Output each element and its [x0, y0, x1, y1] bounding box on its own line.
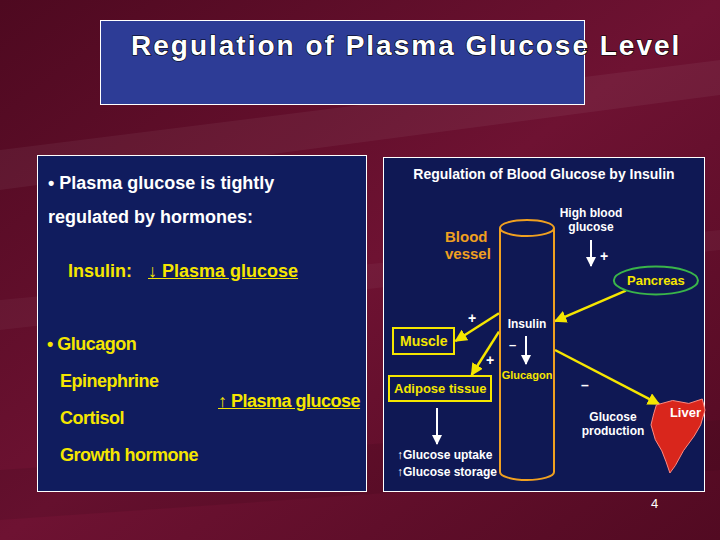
- liver-outline: [651, 399, 705, 473]
- node-text: ↓ Plasma glucose: [148, 261, 298, 282]
- node-text: Blood vessel: [445, 229, 497, 262]
- adipose-box: Adipose tissue: [388, 375, 492, 402]
- down-arrow: [590, 240, 592, 266]
- vessel-wall: [500, 228, 554, 480]
- vessel-opening: [500, 220, 554, 236]
- node-text: Muscle: [400, 333, 447, 349]
- down-arrow: [436, 408, 438, 444]
- vessel-outline: [499, 219, 555, 481]
- connector-arrow: [455, 313, 499, 341]
- text-panel: • Plasma glucose is tightly regulated by…: [37, 155, 367, 492]
- annotation-label: –: [509, 337, 516, 352]
- edge-sign: +: [486, 352, 494, 368]
- edge-sign: +: [468, 310, 476, 326]
- annotation-label: Glucose production: [580, 410, 646, 439]
- title-box: Regulation of Plasma Glucose Level: [100, 20, 585, 105]
- edge-sign: –: [581, 377, 589, 393]
- node-text: Regulation of Plasma Glucose Level: [101, 30, 584, 62]
- connector-arrow: [472, 332, 499, 375]
- node-text: Adipose tissue: [394, 381, 486, 396]
- blood-vessel: Blood vesselInsulinGlucagon: [499, 219, 555, 481]
- node-text: Insulin: [499, 317, 555, 331]
- node-text: Growth hormone: [60, 445, 198, 466]
- node-text: Glucagon: [499, 369, 555, 381]
- node-text: Insulin:: [68, 261, 132, 282]
- node-text: ↑ Plasma glucose: [218, 391, 360, 412]
- node-text: Liver: [651, 405, 701, 420]
- node-text: Cortisol: [60, 408, 124, 429]
- liver-shape: Liver: [651, 399, 705, 473]
- panel-fill: [383, 157, 705, 492]
- connector-arrow: [555, 350, 659, 404]
- node-text: Pancreas: [627, 273, 685, 288]
- node-text: • Glucagon: [47, 334, 136, 355]
- down-arrow: [525, 336, 527, 364]
- annotation-label: ↑Glucose storage: [397, 465, 497, 479]
- annotation-label: 4: [651, 496, 658, 511]
- annotation-label: +: [600, 248, 608, 264]
- annotation-label: High blood glucose: [556, 206, 626, 235]
- node-text: Epinephrine: [60, 371, 159, 392]
- ellipse-outline: [614, 267, 698, 295]
- node-text: Regulation of Blood Glucose by Insulin: [384, 166, 704, 182]
- annotation-label: ↑Glucose uptake: [397, 448, 492, 462]
- node-text: • Plasma glucose is tightly regulated by…: [48, 166, 358, 234]
- diagram-panel: Regulation of Blood Glucose by InsulinBl…: [383, 157, 705, 492]
- connector-arrow: [555, 291, 626, 322]
- pancreas-ellipse: Pancreas: [613, 266, 699, 295]
- muscle-box: Muscle: [392, 327, 455, 355]
